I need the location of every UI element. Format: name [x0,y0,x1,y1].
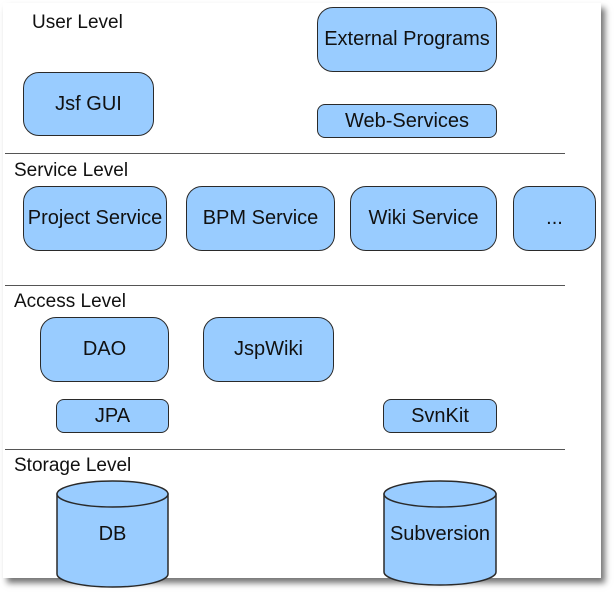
wiki-service-box: Wiki Service [350,186,497,251]
user-level-label: User Level [32,12,123,33]
access-storage-separator [5,449,565,450]
storage-level-label: Storage Level [14,455,132,476]
service-access-separator [5,285,565,286]
web-services-box: Web-Services [317,104,497,138]
subversion-label: Subversion [389,523,491,545]
subversion-cylinder: Subversion [383,480,497,586]
dao-box: DAO [40,317,169,382]
svnkit-box: SvnKit [383,399,497,433]
db-label: DB [98,523,127,545]
db-cylinder-shape [56,480,169,588]
external-programs-box: External Programs [317,7,497,72]
jspwiki-box: JspWiki [203,317,334,382]
access-level-label: Access Level [14,291,126,312]
jpa-box: JPA [56,399,169,433]
project-service-box: Project Service [23,186,167,251]
jsf-gui-box: Jsf GUI [23,72,154,136]
bpm-service-box: BPM Service [186,186,335,251]
db-cylinder: DB [56,480,169,588]
user-service-separator [5,153,565,154]
more-services-box: ... [513,186,596,251]
service-level-label: Service Level [14,160,129,181]
subversion-cylinder-shape [383,480,497,586]
